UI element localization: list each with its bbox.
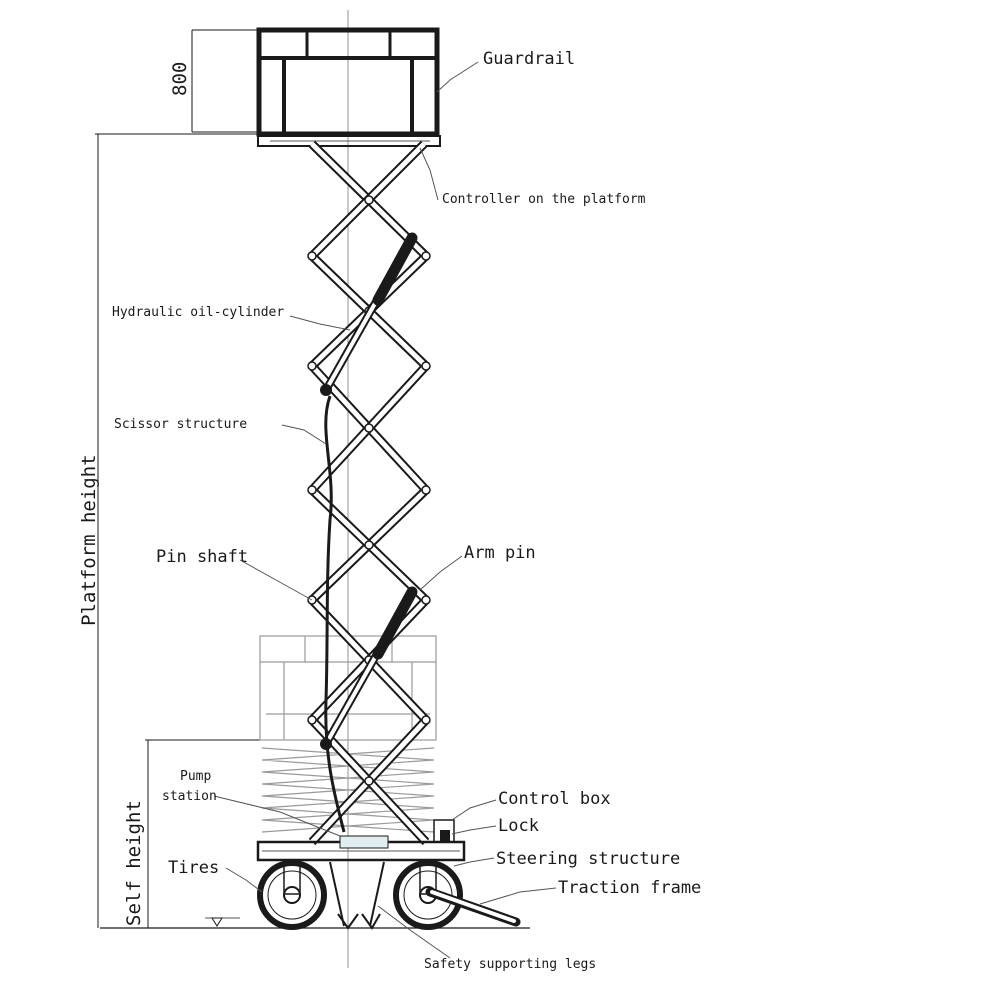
lock-label: Lock (498, 816, 539, 836)
platform-height-label: Platform height (78, 454, 100, 626)
safety-supporting-legs (329, 861, 385, 930)
self-height-dimension (145, 739, 262, 928)
pump-station-label-line1: Pump (180, 769, 211, 784)
lock (440, 830, 450, 842)
hydraulic-cylinder-label: Hydraulic oil-cylinder (112, 305, 284, 320)
guardrail (256, 27, 441, 147)
safety-legs-label: Safety supporting legs (424, 957, 596, 972)
steering-structure-label: Steering structure (496, 849, 680, 869)
traction-frame (425, 887, 521, 927)
guardrail-height-value: 800 (169, 62, 191, 96)
scissor-structure-label: Scissor structure (114, 417, 247, 432)
controller-label: Controller on the platform (442, 192, 646, 207)
self-height-label: Self height (123, 800, 145, 926)
control-box-label: Control box (498, 789, 611, 809)
ground-marker-icon (211, 917, 223, 927)
hydraulic-cylinder-lower (320, 586, 418, 750)
tires-label: Tires (168, 858, 219, 878)
guardrail-label: Guardrail (483, 49, 575, 69)
platform-height-dimension (95, 133, 258, 928)
arm-pin-label: Arm pin (464, 543, 536, 563)
chassis (256, 835, 466, 862)
guardrail-height-dimension (191, 29, 259, 133)
traction-frame-label: Traction frame (558, 878, 701, 898)
wheel-left (257, 859, 327, 930)
pump-station-label-line2: station (162, 789, 217, 804)
lowered-guardrail (259, 635, 437, 741)
leader-lines (213, 61, 557, 959)
hydraulic-hose (324, 395, 346, 833)
pin-shafts (307, 195, 431, 786)
pin-shaft-label: Pin shaft (156, 547, 248, 567)
hydraulic-cylinder-upper (320, 232, 418, 396)
